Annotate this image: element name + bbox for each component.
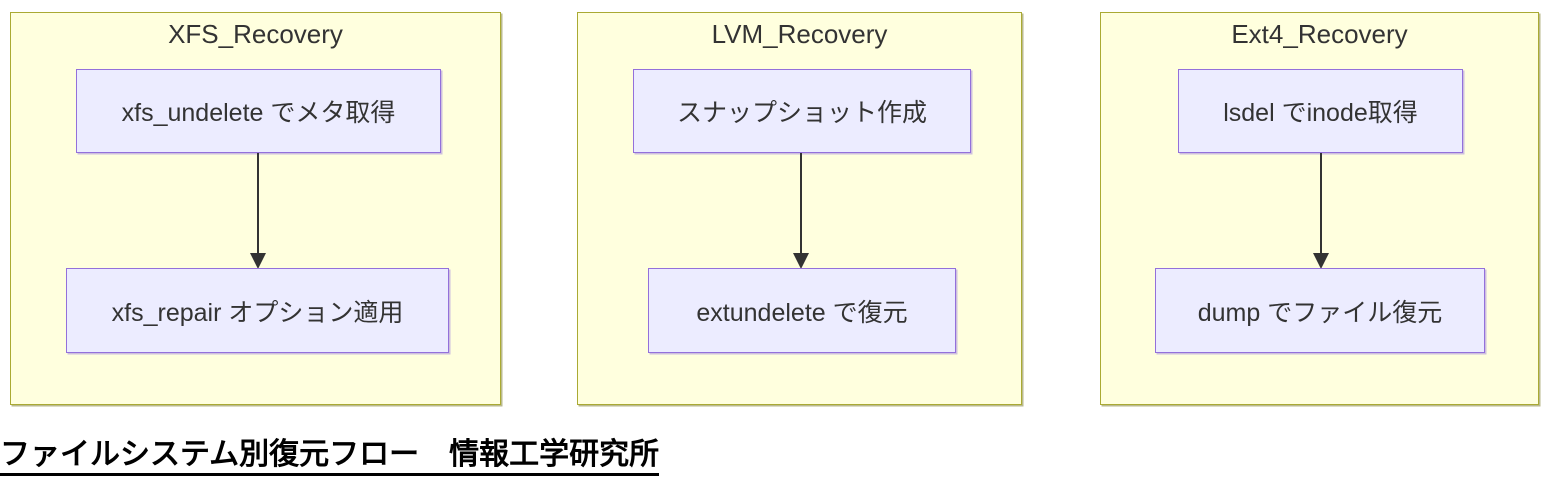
edge-arrow-down-icon xyxy=(1313,153,1329,269)
node-lvm-step1: スナップショット作成 xyxy=(633,69,971,153)
edge-arrow-down-icon xyxy=(793,153,809,269)
node-xfs-step1: xfs_undelete でメタ取得 xyxy=(76,69,441,153)
subgraph-lvm-recovery: LVM_Recovery スナップショット作成 extundelete で復元 xyxy=(577,12,1022,405)
diagram-caption: ファイルシステム別復元フロー 情報工学研究所 xyxy=(0,438,660,476)
node-ext4-step1: lsdel でinode取得 xyxy=(1178,69,1463,153)
subgraph-ext4-recovery: Ext4_Recovery lsdel でinode取得 dump でファイル復… xyxy=(1100,12,1539,405)
subgraph-title-lvm: LVM_Recovery xyxy=(711,19,888,49)
subgraph-title-xfs: XFS_Recovery xyxy=(168,19,343,49)
node-ext4-step2: dump でファイル復元 xyxy=(1155,268,1485,353)
subgraph-xfs-recovery: XFS_Recovery xfs_undelete でメタ取得 xfs_repa… xyxy=(10,12,501,405)
subgraph-title-ext4: Ext4_Recovery xyxy=(1231,19,1408,49)
node-lvm-step2: extundelete で復元 xyxy=(648,268,956,353)
node-xfs-step2: xfs_repair オプション適用 xyxy=(66,268,449,353)
edge-arrow-down-icon xyxy=(250,153,266,269)
